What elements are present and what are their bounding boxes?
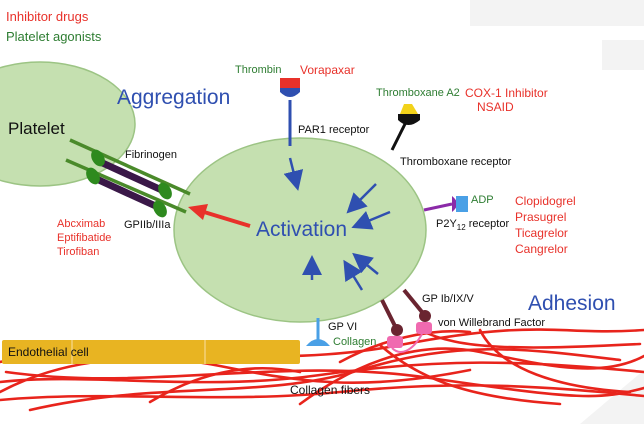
thromboxane-receptor-label: Thromboxane receptor — [400, 156, 512, 168]
collagen-ligand-label: Collagen — [333, 336, 377, 348]
thromboxane-receptor-shape — [390, 104, 420, 151]
collagen-fibers-label: Collagen fibers — [290, 383, 371, 397]
gpiib-receptor-label: GPIIb/IIIa — [124, 219, 171, 231]
par1-receptor-label: PAR1 receptor — [298, 124, 370, 136]
tirofiban-label: Tirofiban — [57, 246, 100, 258]
endothelial-cell-label: Endothelial cell — [8, 345, 89, 359]
endothelial-cell-shape — [2, 340, 300, 364]
platelet-label: Platelet — [8, 119, 65, 138]
collagen-fibers-network — [0, 328, 644, 412]
legend-agonist-label: Platelet agonists — [6, 29, 102, 44]
vorapaxar-label: Vorapaxar — [300, 63, 355, 77]
background-block — [580, 370, 644, 424]
clopidogrel-label: Clopidogrel — [515, 194, 576, 208]
cox1-inhibitor-label: COX-1 Inhibitor — [465, 86, 548, 100]
nsaid-label: NSAID — [477, 100, 514, 114]
gpib-receptor-label: GP Ib/IX/V — [422, 293, 474, 305]
gpvi-receptor-label: GP VI — [328, 321, 358, 333]
abciximab-label: Abcximab — [57, 218, 106, 230]
par1-receptor-shape — [280, 78, 300, 146]
background-block — [602, 40, 644, 70]
p2y12-subscript: 12 — [456, 223, 466, 233]
endothelial-layer — [2, 340, 300, 364]
p2y12-receptor-label: P2Y12 receptor — [436, 219, 509, 232]
prasugrel-label: Prasugrel — [515, 210, 567, 224]
ticagrelor-label: Ticagrelor — [515, 226, 568, 240]
gpvi-receptor-shape — [306, 318, 330, 346]
aggregation-label: Aggregation — [117, 86, 231, 109]
activation-signal-arrows — [283, 157, 391, 291]
thrombin-label: Thrombin — [235, 64, 282, 76]
gpiib-inhibition-arrow — [188, 204, 251, 228]
cangrelor-label: Cangrelor — [515, 242, 568, 256]
vwf-label: von Willebrand Factor — [438, 317, 545, 329]
gpib-receptor-shapes — [380, 288, 432, 353]
fibrinogen-label: Fibrinogen — [125, 149, 177, 161]
eptifibatide-label: Eptifibatide — [57, 232, 112, 244]
p2y12-suffix: receptor — [465, 218, 510, 230]
p2y12-prefix: P2Y — [436, 218, 457, 230]
background-block — [470, 0, 644, 26]
gpiib-fibrinogen-bridge — [65, 138, 191, 218]
p2y12-receptor-shape — [423, 196, 468, 212]
activated-platelet-shape — [173, 137, 427, 323]
thromboxane-a2-label: Thromboxane A2 — [376, 87, 460, 99]
legend-inhibitor-label: Inhibitor drugs — [6, 9, 89, 24]
activation-label: Activation — [256, 218, 348, 241]
adp-label: ADP — [471, 194, 494, 206]
adhesion-label: Adhesion — [528, 292, 616, 315]
